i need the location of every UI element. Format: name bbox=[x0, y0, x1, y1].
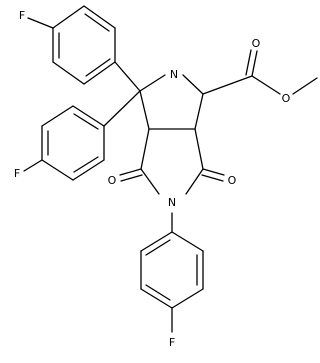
atom-label-nh: N bbox=[170, 68, 178, 81]
succinimide-ring bbox=[119, 128, 225, 195]
bottom-fluorophenyl-ring bbox=[140, 212, 204, 333]
atom-label-f-top: F bbox=[19, 9, 25, 22]
methyl-ester-group bbox=[202, 49, 318, 95]
atom-label-f-left: F bbox=[14, 167, 20, 180]
bond-cq-left-aryl bbox=[103, 90, 141, 127]
bond-cq-top-aryl bbox=[114, 61, 141, 92]
top-fluorophenyl-ring bbox=[27, 5, 116, 85]
atom-label-o-ester-ether: O bbox=[282, 92, 291, 105]
atom-label-o-ester-carbonyl: O bbox=[252, 37, 261, 50]
atom-label-f-bottom: F bbox=[169, 336, 175, 349]
atom-label-o-imide-right: O bbox=[228, 174, 237, 187]
atom-label-o-imide-left: O bbox=[108, 174, 117, 187]
pyrrolidine-ring bbox=[139, 74, 204, 130]
left-fluorophenyl-ring bbox=[23, 105, 105, 181]
atom-label-n-imide: N bbox=[168, 196, 176, 209]
